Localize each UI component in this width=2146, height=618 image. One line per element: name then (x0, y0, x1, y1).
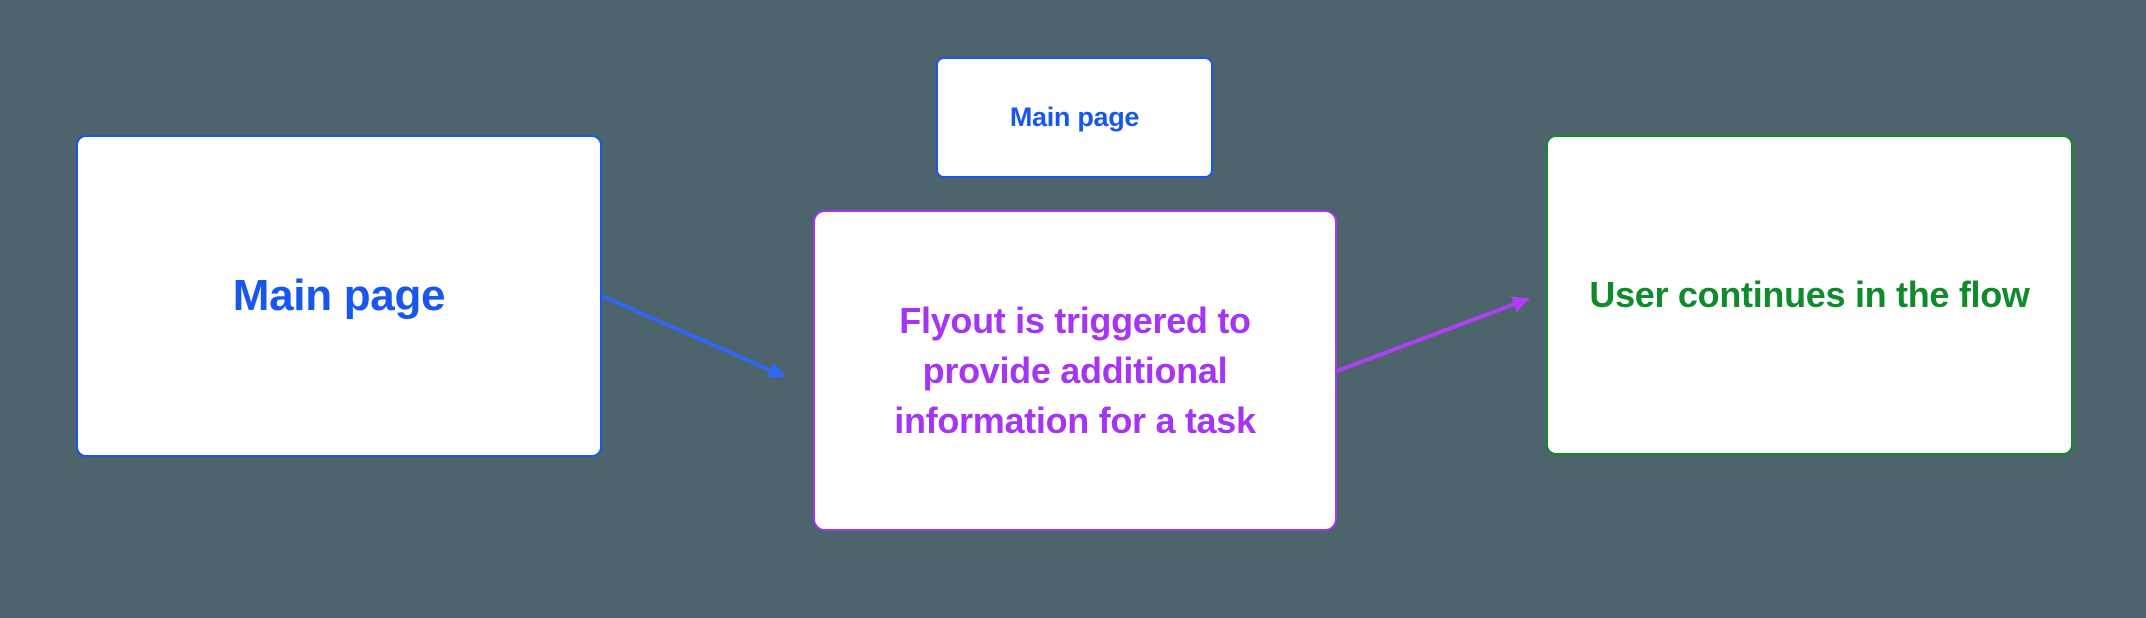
node-flyout-triggered[interactable]: Flyout is triggered to provide additiona… (813, 210, 1337, 531)
node-main-page-small[interactable]: Main page (936, 57, 1213, 178)
node-user-continues-label: User continues in the flow (1589, 274, 2030, 315)
node-main-page-large[interactable]: Main page (76, 135, 602, 457)
connector-main-to-flyout[interactable] (601, 294, 786, 378)
node-user-continues[interactable]: User continues in the flow (1546, 135, 2073, 455)
node-flyout-label-line-2: provide additional (922, 349, 1228, 391)
connector-flyout-to-continue[interactable] (1336, 296, 1530, 373)
node-main-page-small-label: Main page (1009, 102, 1140, 132)
node-flyout-label-line-3: information for a task (894, 399, 1256, 441)
node-main-page-large-label: Main page (232, 271, 446, 320)
node-flyout-label-line-1: Flyout is triggered to (899, 299, 1251, 341)
